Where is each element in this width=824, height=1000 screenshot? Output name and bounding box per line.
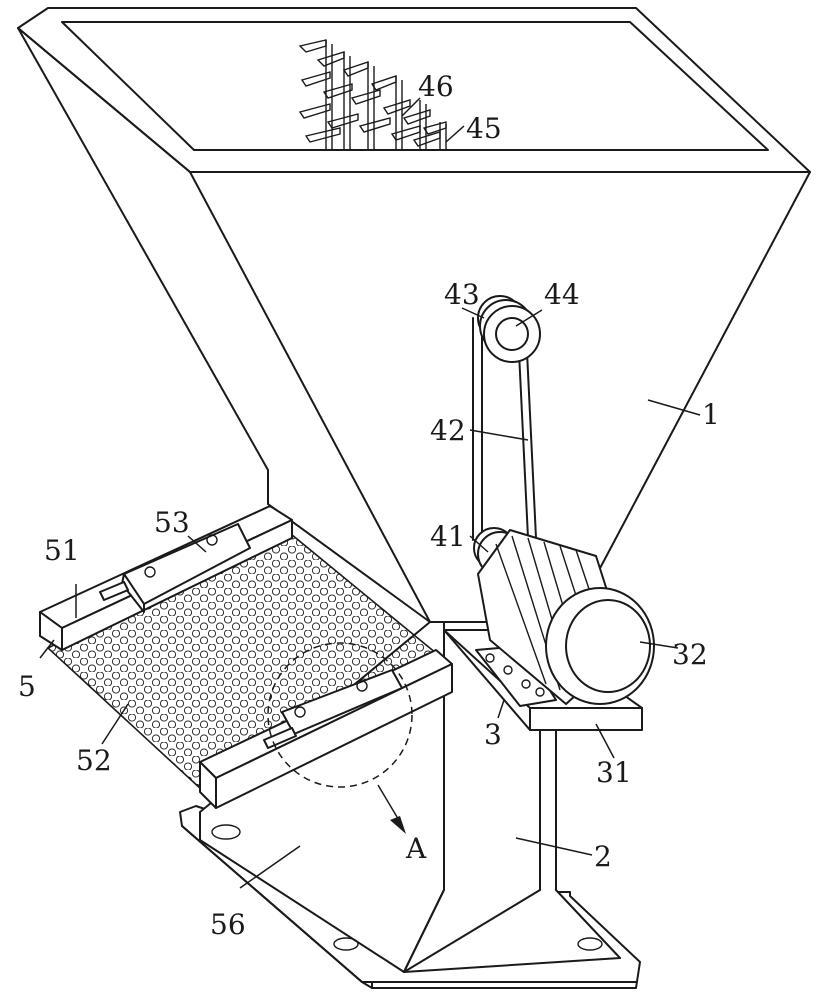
label-3: 3 (484, 718, 502, 751)
screen-assembly (39, 505, 453, 809)
label-51: 51 (44, 534, 80, 567)
upper-pulley (477, 295, 541, 363)
label-2: 2 (594, 840, 612, 873)
label-45: 45 (466, 112, 502, 145)
label-1: 1 (702, 398, 720, 431)
label-32: 32 (672, 638, 708, 671)
reference-labels: 46 45 43 44 42 1 41 53 51 5 32 3 31 52 A… (18, 70, 720, 941)
upper-clamp (99, 523, 251, 613)
label-5: 5 (18, 670, 36, 703)
label-56: 56 (210, 908, 246, 941)
label-52: 52 (76, 744, 112, 777)
label-53: 53 (154, 506, 190, 539)
lower-clamp (263, 669, 403, 749)
label-detail-a: A (405, 832, 427, 865)
label-46: 46 (418, 70, 454, 103)
detail-a-marker (267, 642, 413, 834)
motor (477, 529, 655, 705)
mixing-bars (298, 39, 447, 150)
label-43: 43 (444, 278, 480, 311)
hopper (17, 7, 811, 623)
label-31: 31 (596, 756, 632, 789)
label-42: 42 (430, 414, 466, 447)
leader-lines (39, 97, 701, 889)
label-41: 41 (430, 520, 466, 553)
label-44: 44 (544, 278, 580, 311)
